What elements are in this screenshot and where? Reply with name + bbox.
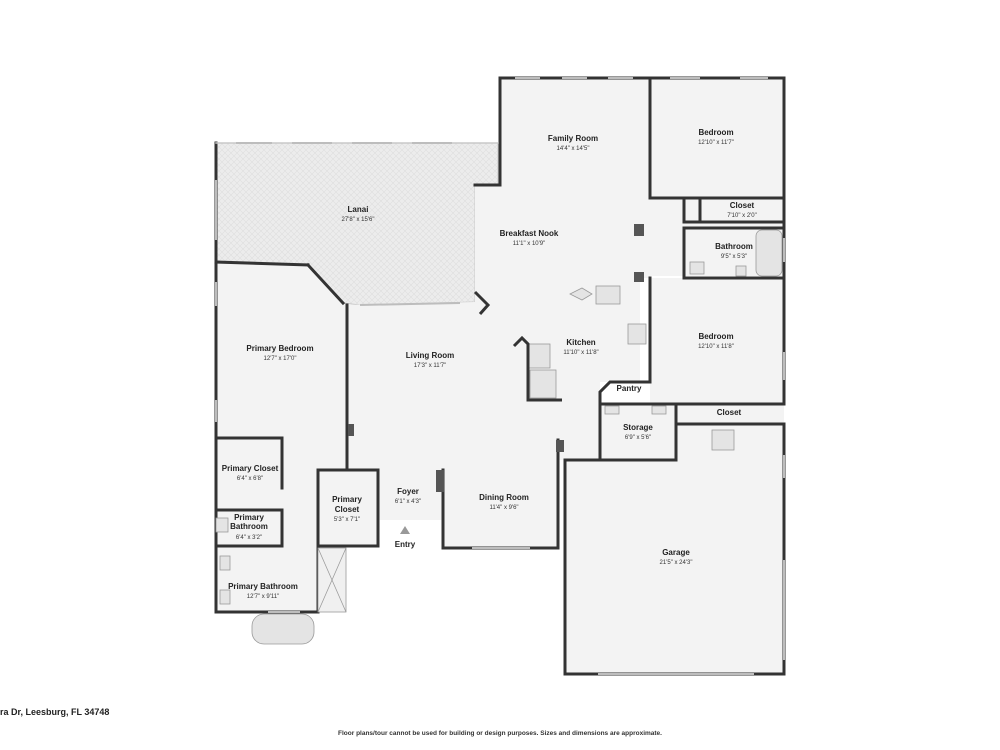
bedroom-top-label: Bedroom [698,128,733,137]
kitchen-wall [512,335,562,402]
primary-closet-mid-dim: 5'3" x 7'1" [334,517,360,523]
kitchen-island [527,343,551,369]
primary-sink-icon [219,555,231,571]
lanai-label: Lanai [348,205,369,214]
room-labels: Family Room 14'4" x 14'5" Bedroom 12'10"… [222,128,757,600]
bathroom-dim: 9'5" x 5'3" [721,254,747,260]
dining-room-label: Dining Room [479,493,529,502]
address-text: ra Dr, Leesburg, FL 34748 [0,707,110,717]
stove-icon [627,323,647,345]
primary-sink2-icon [219,589,231,605]
shelf-icon [651,405,667,415]
primary-bedroom-dim: 12'7" x 17'0" [264,356,297,362]
bedroom-mid-label: Bedroom [698,332,733,341]
closet-mid-label: Closet [717,408,742,417]
breakfast-nook-dim: 11'1" x 10'9" [513,241,545,247]
living-room-dim: 17'3" x 11'7" [414,363,446,369]
primary-bathtub-icon [251,613,315,645]
breakfast-nook-label: Breakfast Nook [500,229,559,238]
windows [215,77,785,675]
water-heater-icon [711,429,735,451]
kitchen-label: Kitchen [566,338,595,347]
disclaimer-text: Floor plans/tour cannot be used for buil… [338,730,662,737]
primary-bathroom-small-label-2: Bathroom [230,522,268,531]
column-icon [634,272,644,282]
entry-label: Entry [395,540,416,549]
sink-icon [689,261,705,275]
bedroom-mid-dim: 12'10" x 11'8" [698,344,734,350]
pantry-label: Pantry [617,384,642,393]
toilet-icon-small [215,517,229,533]
family-room-dim: 14'4" x 14'5" [557,146,590,152]
shelf-icon [604,405,620,415]
closet-top-label: Closet [730,201,755,210]
primary-closet-mid-label-2: Closet [335,505,360,514]
column-icon [634,224,644,236]
primary-closet-mid-label-1: Primary [332,495,362,504]
column-icon [556,440,564,452]
primary-closet-left-label: Primary Closet [222,464,279,473]
storage-label: Storage [623,423,653,432]
foyer-label: Foyer [397,487,419,496]
column-icon [436,470,444,492]
counter-icon [529,369,557,399]
entry-arrow-icon [400,526,410,534]
primary-closet-left-dim: 6'4" x 6'8" [237,476,263,482]
family-room-label: Family Room [548,134,598,143]
kitchen-dim: 11'10" x 11'8" [563,350,598,356]
garage-label: Garage [662,548,690,557]
primary-bathroom-label: Primary Bathroom [228,582,298,591]
closet-top-dim: 7'10" x 2'0" [727,213,757,219]
angled-wall [473,290,491,315]
dining-room-dim: 11'4" x 9'6" [489,505,518,511]
bedroom-top-dim: 12'10" x 11'7" [698,140,734,146]
floor-fills [216,78,784,674]
bathroom-label: Bathroom [715,242,753,251]
storage-dim: 6'9" x 5'6" [625,435,651,441]
garage-dim: 21'5" x 24'3" [660,560,693,566]
faucet-icon [569,287,593,301]
living-room-label: Living Room [406,351,454,360]
primary-bathroom-small-label-1: Primary [234,513,264,522]
primary-bathroom-dim: 12'7" x 9'11" [247,594,279,600]
kitchen-sink-icon [595,285,621,305]
fixtures [215,224,783,645]
bathtub-icon [755,229,783,277]
primary-bedroom-label: Primary Bedroom [246,344,313,353]
toilet-icon [735,265,747,277]
column-icon [348,424,354,436]
lanai-dim: 27'8" x 15'6" [342,217,375,223]
primary-bathroom-small-dim: 6'4" x 3'2" [236,535,262,541]
foyer-dim: 6'1" x 4'3" [395,499,421,505]
